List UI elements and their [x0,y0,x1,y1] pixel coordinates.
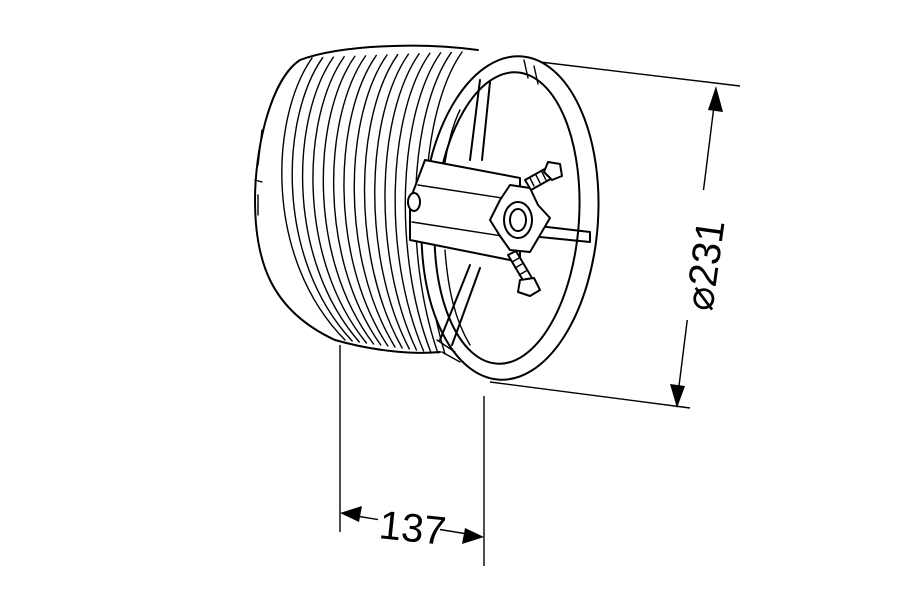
width-label-bg [378,500,440,544]
cable-groove [394,52,431,352]
screw-head-top [543,161,563,181]
spoke-right [529,224,591,243]
cable-groove [322,55,375,345]
set-screw-top [524,161,563,191]
diameter-arrow-bottom [670,384,685,408]
diameter-label-bg [680,190,720,320]
hub-shaft [407,159,551,263]
shaft-edge-2 [411,221,516,239]
screw-head-bottom [517,277,541,297]
spoke-top-b [481,81,491,161]
set-screw-bottom [507,250,541,297]
set-screws [507,161,563,297]
inner-surface-low [444,249,471,346]
diameter-extension-bottom [489,381,691,409]
width-label: 137 [377,503,448,554]
cable-groove [353,54,396,348]
drum-bottom-edge [334,339,441,354]
shaft-edge-1 [417,184,516,201]
cable-groove [301,56,360,343]
drum-top-edge [299,44,479,61]
diameter-extension-top [539,61,741,87]
width-dimension: 137 [339,345,485,566]
cable-groove [291,56,353,342]
drum-body [254,44,479,354]
cable-groove [384,53,420,351]
drum-back-notches [254,129,263,216]
width-arrow-right [462,528,484,544]
spoke-top-a [469,79,481,161]
cable-groove [343,54,389,347]
cable-groove [374,53,410,350]
width-arrow-left [340,506,362,522]
cable-groove [312,56,368,344]
flange-bottom-notch [436,339,461,363]
cable-groove [404,52,442,353]
cable-groove [363,53,403,349]
cable-grooves [281,51,463,355]
hub-bore-inner [509,208,527,232]
diameter-arrow-top [708,86,723,112]
spoke-bottom-a [439,264,471,341]
spoke-bottom-b [451,267,481,346]
cable-groove [333,55,382,346]
drum-back-rim [254,59,336,341]
shaft-end-cap [407,192,421,212]
cable-groove [281,57,346,341]
flange-top-notch [523,59,539,85]
